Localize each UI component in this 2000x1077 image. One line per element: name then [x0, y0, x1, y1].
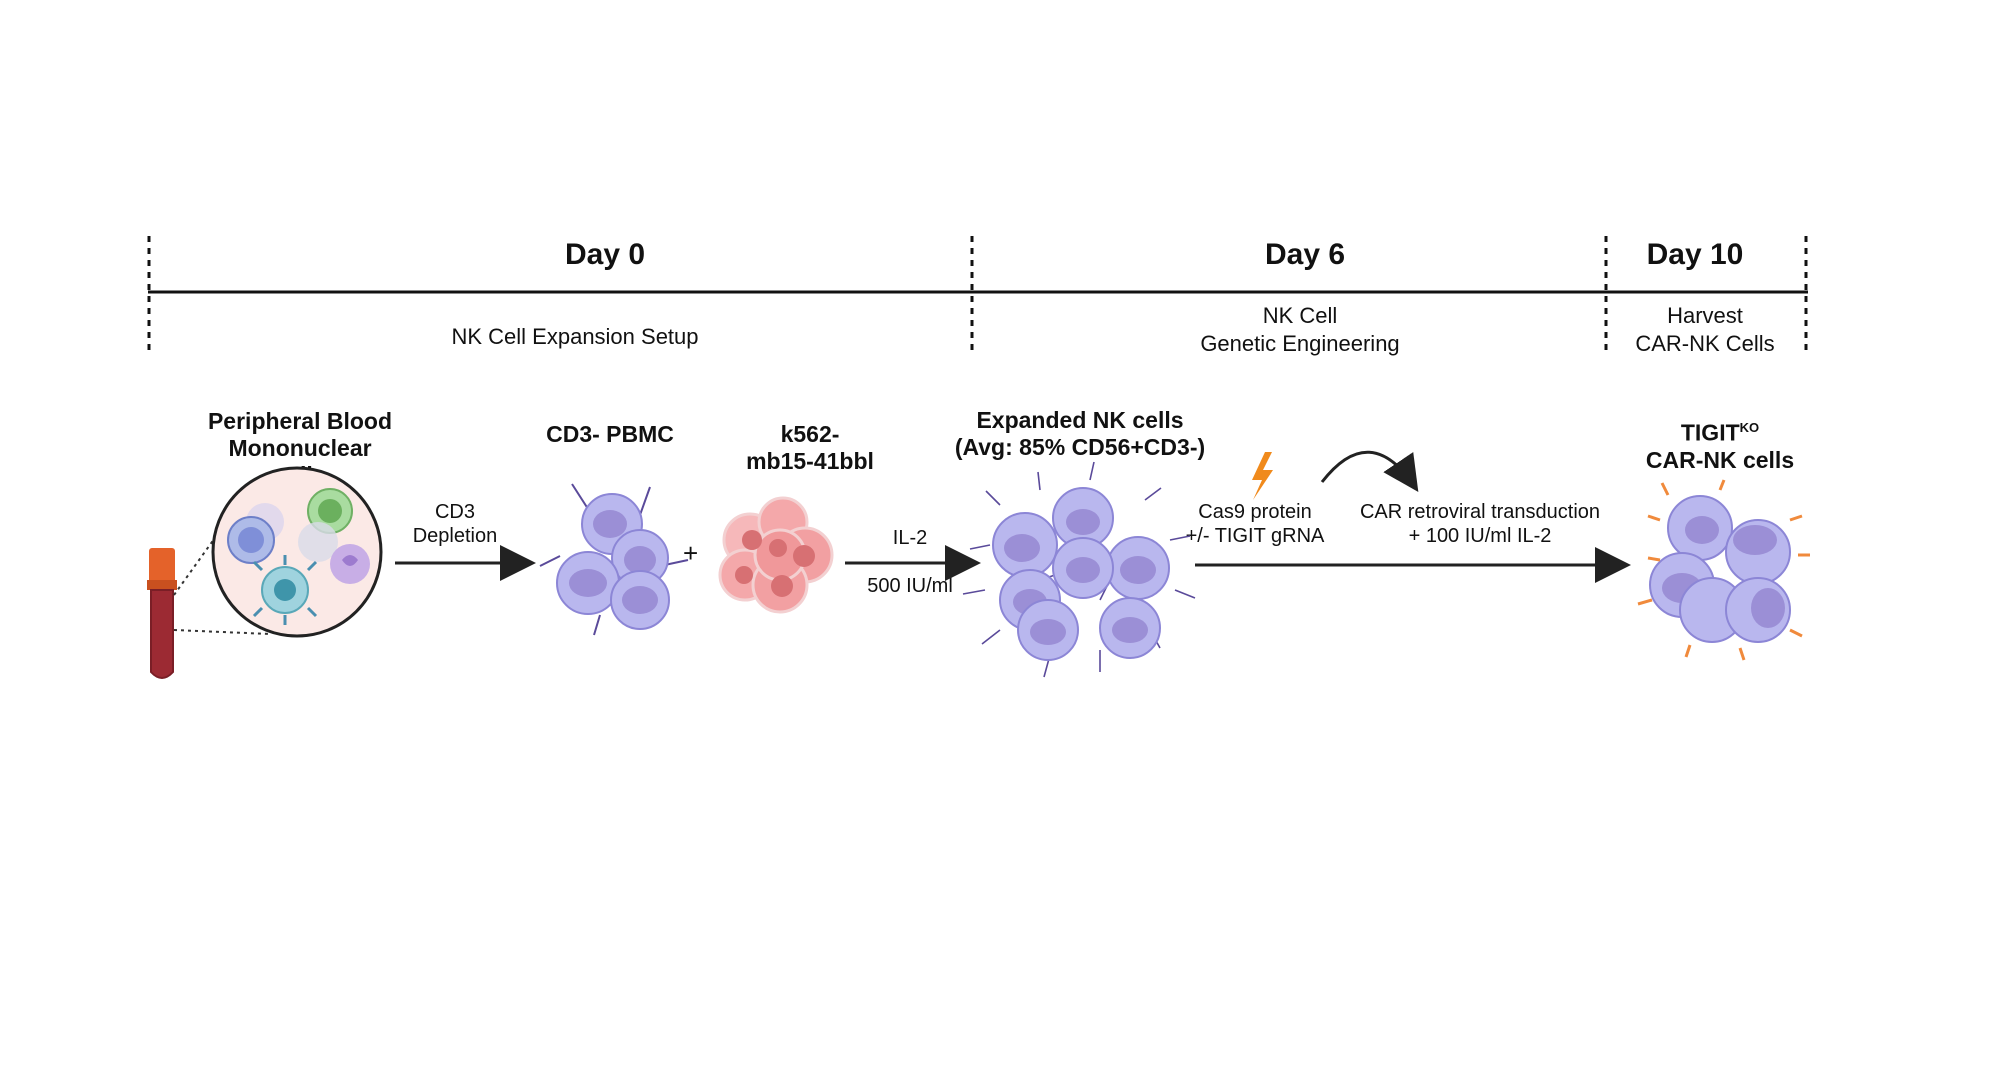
tigit-text: TIGIT — [1680, 419, 1740, 446]
day0-label: Day 0 — [564, 238, 646, 271]
car-nk-cluster-icon — [1637, 479, 1810, 661]
car-transduction-line2: + 100 IU/ml IL-2 — [1408, 525, 1552, 547]
ko-superscript: KO — [1739, 420, 1760, 435]
cd3-pbmc-title: CD3- PBMC — [546, 421, 674, 447]
cas9-line2: +/- TIGIT gRNA — [1185, 525, 1325, 547]
day6-label: Day 6 — [1264, 238, 1346, 271]
phase-harvest-line1: Harvest — [1667, 303, 1743, 328]
cas9-line1: Cas9 protein — [1198, 501, 1312, 523]
cas9-label: Cas9 protein +/- TIGIT gRNA — [1170, 500, 1340, 548]
pbmc-title-line2: Mononuclear — [228, 435, 372, 461]
k562-title-line1: k562- — [780, 421, 840, 447]
il2-dose-label: 500 IU/ml — [867, 575, 953, 597]
curved-arrow — [1320, 450, 1419, 492]
pbmc-magnified-icon — [211, 466, 383, 638]
expanded-nk-cells — [992, 487, 1170, 661]
cd3-pbmc-cluster-icon — [539, 483, 689, 636]
lightning-icon — [1252, 452, 1273, 500]
phase-engineering-line1: NK Cell — [1262, 303, 1338, 328]
cd3-depletion-line2: Depletion — [412, 525, 498, 547]
k562-title-line2: mb15-41bbl — [746, 448, 874, 474]
expanded-nk-title-line1: Expanded NK cells — [976, 407, 1184, 433]
blood-tube-icon — [147, 548, 177, 679]
day10-label: Day 10 — [1646, 238, 1744, 271]
final-title-line1: TIGITKO — [1620, 414, 1820, 447]
phase-engineering-line2: Genetic Engineering — [1200, 331, 1400, 356]
phase-expansion-setup: NK Cell Expansion Setup — [350, 323, 800, 351]
expanded-nk-title: Expanded NK cells (Avg: 85% CD56+CD3-) — [920, 407, 1240, 461]
zoom-line-bottom — [173, 629, 271, 635]
cd3-depletion-label: CD3 Depletion — [385, 500, 525, 548]
car-transduction-label: CAR retroviral transduction + 100 IU/ml … — [1330, 500, 1630, 548]
phase-harvest-line2: CAR-NK Cells — [1635, 331, 1775, 356]
phase-genetic-engineering: NK Cell Genetic Engineering — [1110, 302, 1490, 358]
k562-cluster-icon — [718, 496, 834, 614]
expanded-nk-title-line2: (Avg: 85% CD56+CD3-) — [954, 434, 1206, 460]
cd3-depletion-line1: CD3 — [434, 501, 475, 523]
final-car-nk-title: TIGITKO CAR-NK cells — [1620, 414, 1820, 474]
k562-title: k562- mb15-41bbl — [710, 421, 910, 475]
car-transduction-line1: CAR retroviral transduction — [1359, 501, 1601, 523]
pbmc-title-line1: Peripheral Blood — [207, 408, 393, 434]
il2-label: IL-2 — [892, 527, 928, 549]
final-title-line2: CAR-NK cells — [1645, 446, 1795, 473]
pbmc-title: Peripheral Blood Mononuclear cells — [180, 408, 420, 489]
phase-harvest: Harvest CAR-NK Cells — [1600, 302, 1810, 358]
phase-expansion-line1: NK Cell Expansion Setup — [451, 324, 699, 349]
